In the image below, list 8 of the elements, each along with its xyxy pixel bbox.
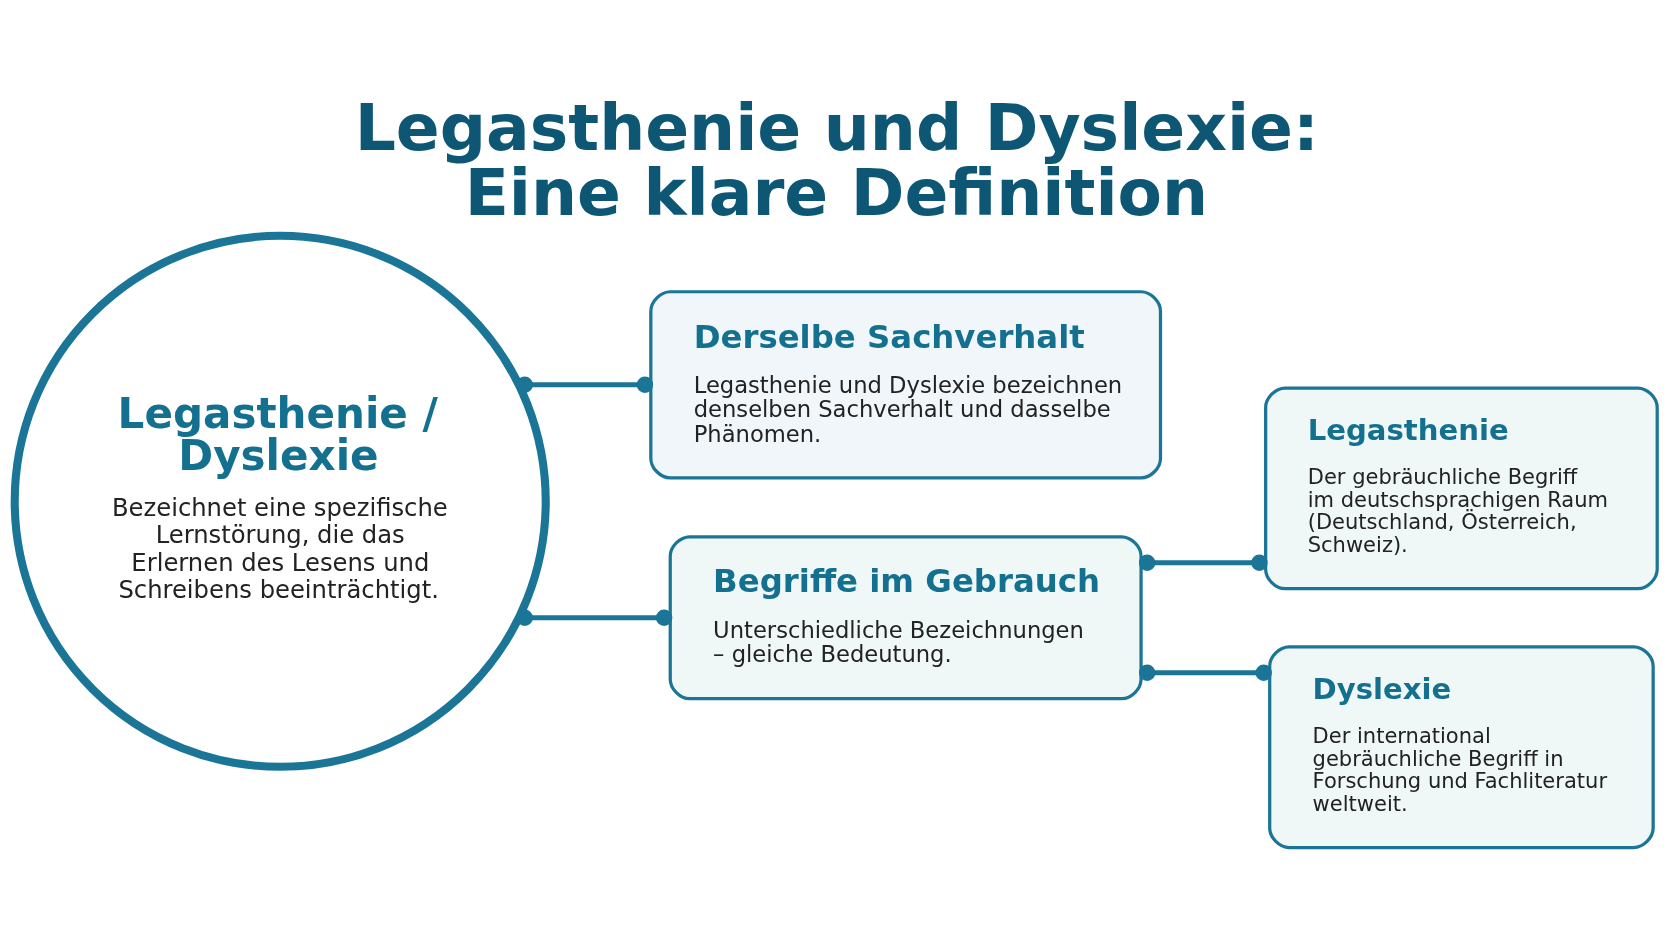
node-box: Begriffe im Gebrauch Unterschiedliche Bezeichnungen – gleiche Bedeutung. [668, 535, 1143, 701]
node-circle: Legasthenie / Dyslexie Bezeichnet eine spezifische Lernstörung, die das Erlernen des Lesens und Schreibens beeinträchtigt. [10, 231, 550, 771]
node-box: Derselbe Sachverhalt Legasthenie und Dyslexie bezeichnen denselben Sachverhalt und dasselbe Phänomen. [649, 290, 1163, 480]
diagram-title: Legasthenie und Dyslexie: Eine klare Definition [354, 90, 1319, 230]
connector [1138, 554, 1268, 571]
node-box: Legasthenie Der gebräuchliche Begriff im deutschsprachigen Raum (Deutschland, Österreich, Schweiz). [1264, 386, 1659, 591]
connector [1138, 664, 1272, 682]
node-box: Dyslexie Der international gebräuchliche Begriff in Forschung und Fachliteratur weltweit. [1268, 645, 1655, 850]
